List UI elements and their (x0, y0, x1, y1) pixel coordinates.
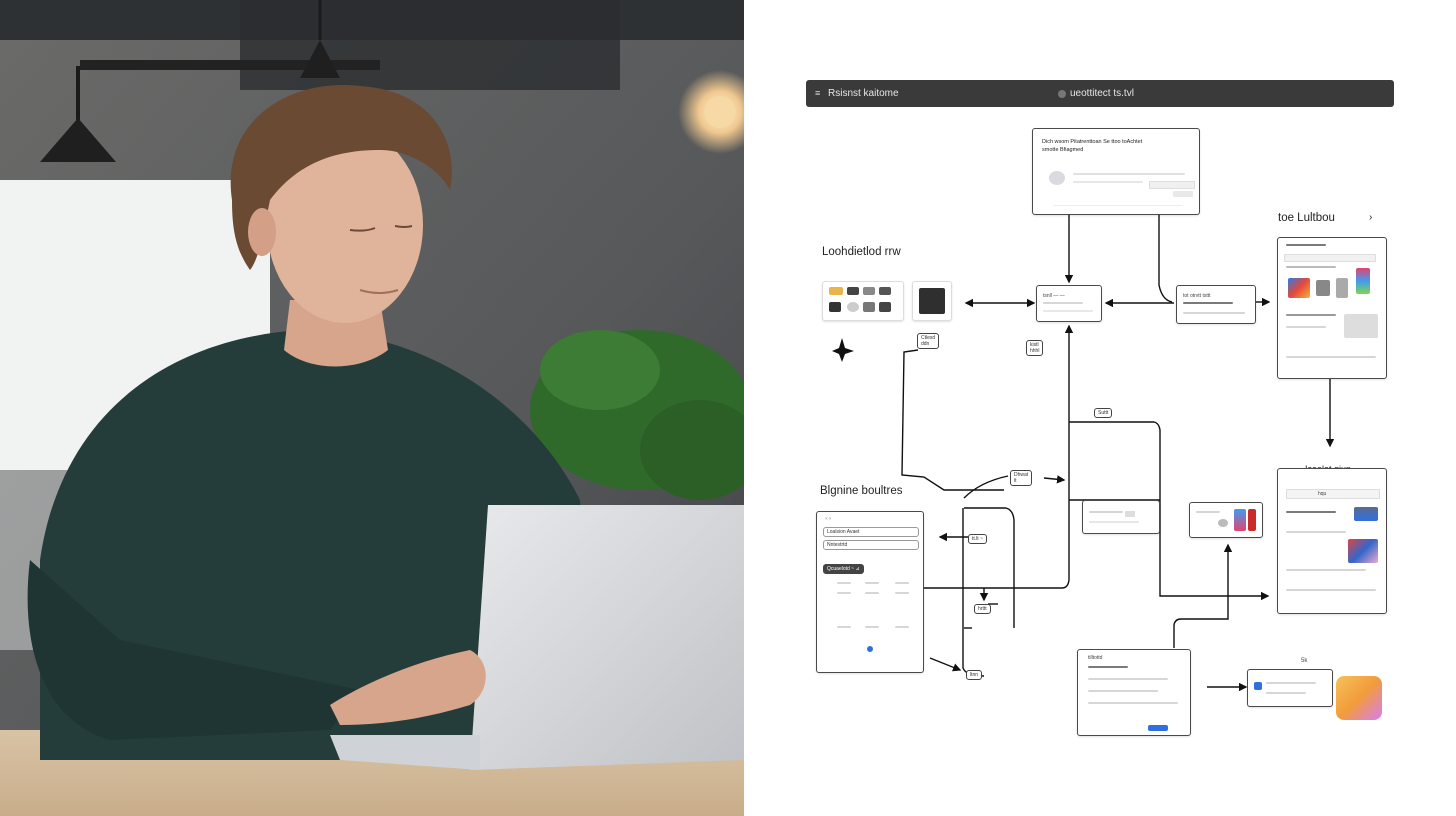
filter-pill[interactable]: Qcuaelotd ~ ⊿ (823, 564, 864, 574)
flow-diagram: ≡ Rsisnst kaitome ueottitect ts.tvl Looh… (744, 0, 1456, 816)
right-mid-card[interactable]: hqu (1277, 468, 1387, 614)
section-label-right-top: toe Lultbou (1278, 212, 1335, 224)
app-topbar: ≡ Rsisnst kaitome ueottitect ts.tvl (806, 80, 1394, 107)
left-form-card[interactable]: × × Loalsion Avaet Nntestrtd Qcuaelotd ~… (816, 511, 924, 673)
image-icon (919, 288, 945, 314)
mid-card[interactable] (1082, 500, 1160, 534)
thumb-card[interactable] (1189, 502, 1263, 538)
person-at-laptop-illustration (0, 0, 744, 816)
center-node-label: tsnll — — (1043, 293, 1065, 299)
avatar (1049, 171, 1065, 185)
tag-node-f[interactable]: hrttt (974, 604, 991, 614)
right-node-label: tot otrvtt tsttt (1183, 293, 1211, 299)
sparkle-icon (832, 338, 854, 362)
hero-photo (0, 0, 744, 816)
chevron-right-icon[interactable]: › (1369, 212, 1373, 223)
top-screen-card[interactable]: Dich wsom Pitatrenttoan Se ttoo toAchtet… (1032, 128, 1200, 215)
left-thumb-card[interactable] (822, 281, 904, 321)
bottom-right-card[interactable] (1247, 669, 1333, 707)
center-node[interactable]: tsnll — — (1036, 285, 1102, 322)
search-box[interactable]: ueottitect ts.tvl (1058, 88, 1134, 99)
submit-button[interactable] (1148, 725, 1168, 731)
app-icon[interactable] (1336, 676, 1382, 720)
section-label-left-bottom: Blgnine boultres (820, 485, 903, 497)
menu-icon[interactable]: ≡ (815, 88, 821, 98)
app-title: Rsisnst kaitome (828, 88, 899, 99)
tag-node-d[interactable]: Dhwat lt (1010, 470, 1033, 486)
tag-node-e[interactable]: tt.lt ~ (968, 534, 987, 544)
count-label: 5k (1301, 658, 1308, 664)
right-product-card[interactable] (1277, 237, 1387, 379)
form-field-2[interactable]: Nntestrtd (823, 540, 919, 550)
form-field-1[interactable]: Loalsion Avaet (823, 527, 919, 537)
tag-node-c[interactable]: Suttt (1094, 408, 1113, 418)
close-icon[interactable]: × × (825, 516, 832, 521)
tag-node-a[interactable]: Ctlesd ddn (917, 333, 940, 349)
bottom-card[interactable]: tilltottd (1077, 649, 1191, 736)
search-placeholder: hqu (1318, 491, 1327, 497)
tag-node-b[interactable]: kistl hhhl (1026, 340, 1044, 356)
image-preview-card[interactable] (912, 281, 952, 321)
section-label-left-top: Loohdietlod rrw (822, 246, 901, 258)
search-text: ueottitect ts.tvl (1070, 88, 1134, 99)
connector-lines (832, 214, 1335, 692)
tag-node-g[interactable]: ltnn (966, 670, 983, 680)
top-card-title: Dich wsom Pitatrenttoan Se ttoo toAchtet… (1042, 139, 1143, 153)
right-node[interactable]: tot otrvtt tsttt (1176, 285, 1256, 324)
search-icon (1058, 89, 1066, 98)
bottom-card-header: tilltottd (1088, 655, 1103, 661)
